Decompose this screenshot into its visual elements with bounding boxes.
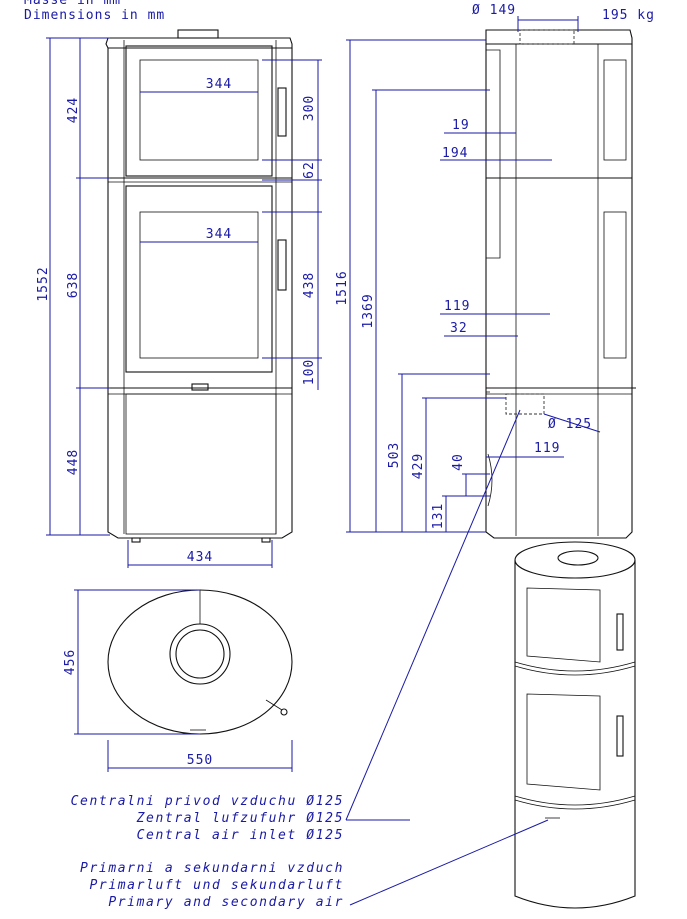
caption-primary-air-en: Primary and secondary air [108,895,344,910]
dim-448: 448 [66,449,81,475]
dim-40: 40 [451,453,466,471]
top-dimensions: 456 550 [63,589,293,772]
caption-central-air-cz: Centralni privod vzduchu Ø125 [71,794,344,809]
side-view [485,29,636,539]
dim-32: 32 [450,321,468,336]
dim-1552: 1552 [36,266,51,301]
dim-438: 438 [302,272,317,298]
dim-344-upper: 344 [206,77,232,92]
dim-456: 456 [63,649,78,675]
stove-upper-window [526,587,601,663]
stove-top-flue [557,550,599,566]
dim-19: 19 [452,118,470,133]
top-flue-outer [169,623,231,685]
captions: Centralni privod vzduchu Ø125 Zentral lu… [71,794,344,910]
caption-central-air-en: Central air inlet Ø125 [137,828,344,843]
dim-300: 300 [302,95,317,121]
stove-perspective [514,541,636,909]
caption-primary-air-cz: Primarni a sekundarni vzduch [80,861,344,876]
weight-label: 195 kg [602,8,655,23]
side-dimensions: Ø 149 195 kg 1516 1369 503 429 131 40 19… [335,3,655,533]
front-dimensions: 424 638 448 1552 344 344 300 62 438 100 … [36,37,322,568]
front-upper-door [125,45,273,177]
front-base-panel [125,393,277,535]
dim-flue-diameter: Ø 149 [472,3,516,18]
front-lower-door [125,185,273,373]
dim-194: 194 [442,146,468,161]
side-inlet-hidden [505,393,545,415]
stove-top-ellipse [514,541,636,579]
units-label-local: Masse in mm [24,0,121,8]
dim-1516: 1516 [335,270,350,305]
dim-131: 131 [431,503,446,529]
stove-lower-window [526,693,601,791]
dim-62: 62 [302,161,317,179]
front-body-outline [107,48,293,539]
front-upper-window [139,59,259,161]
front-lower-handle [277,239,287,291]
caption-central-air-de: Zentral lufzufuhr Ø125 [136,811,344,826]
dim-503: 503 [387,442,402,468]
front-flue-stub [177,29,219,39]
side-top-cap [485,29,633,45]
dim-inlet-diameter: Ø 125 [548,417,592,432]
dim-429: 429 [411,453,426,479]
stove-body [514,560,636,909]
dim-550: 550 [187,753,213,768]
dim-119-bottom: 119 [534,441,560,456]
dim-344-lower: 344 [206,227,232,242]
top-flue-inner [175,629,225,679]
front-view [105,29,293,543]
units-label: Dimensions in mm [24,8,165,23]
front-upper-handle [277,87,287,137]
dim-638: 638 [66,272,81,298]
dim-424: 424 [66,97,81,123]
dim-100: 100 [302,359,317,385]
top-view [107,589,293,735]
dim-1369: 1369 [361,293,376,328]
dim-119-top: 119 [444,299,470,314]
caption-primary-air-de: Primarluft und sekundarluft [89,878,344,893]
side-flue-hidden [519,29,575,45]
front-lower-window [139,211,259,359]
dim-434: 434 [187,550,213,565]
leader-lines [345,409,549,906]
side-body-outline [485,44,633,539]
